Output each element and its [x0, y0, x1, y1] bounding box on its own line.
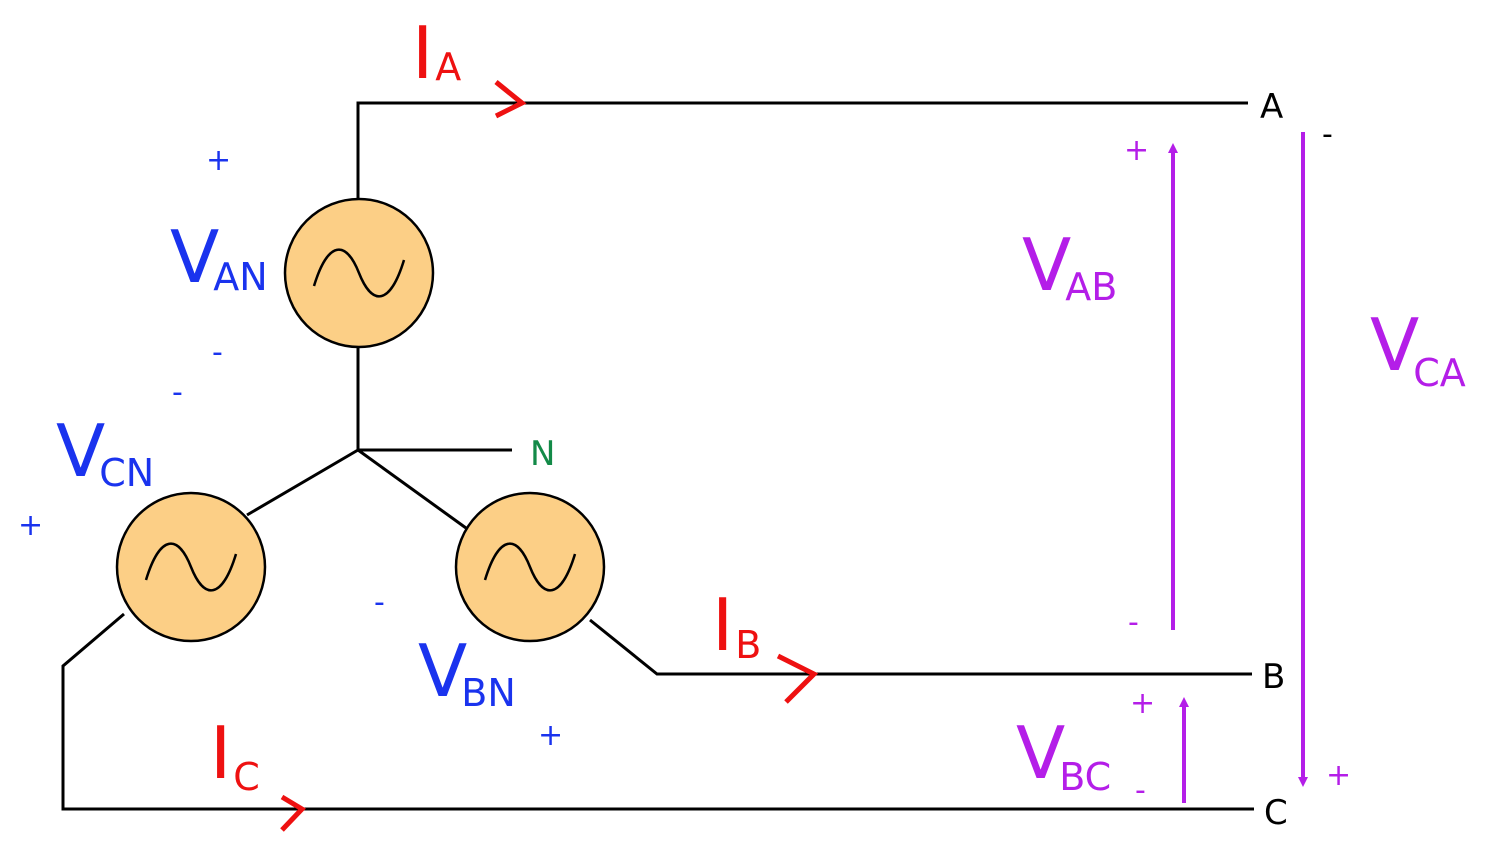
phase-voltage-van-label: VAN — [170, 215, 268, 299]
van-plus-sign: + — [206, 143, 231, 178]
vbc-minus-sign: - — [1135, 773, 1146, 808]
wire-neutral-to-b-source — [357, 448, 467, 530]
line-voltage-vab-label: VAB — [1022, 223, 1117, 309]
phase-voltage-vcn-label: VCN — [56, 409, 154, 495]
line-voltage-vca-label: VCA — [1370, 303, 1466, 395]
ac-source-sine-icon — [312, 248, 406, 298]
vcn-plus-sign: + — [18, 508, 43, 543]
chevron-right-icon — [776, 653, 819, 704]
vab-plus-sign: + — [1124, 133, 1149, 168]
wire-b — [589, 618, 1252, 676]
vab-minus-sign: - — [1128, 605, 1139, 640]
current-ia-label: IA — [412, 11, 461, 95]
chevron-right-icon — [280, 794, 306, 832]
line-voltage-vbc-label: VBC — [1016, 711, 1111, 799]
source-an — [283, 197, 435, 349]
wire-neutral-to-c-source — [246, 448, 359, 517]
source-cn — [115, 491, 267, 643]
wire-c — [61, 612, 1254, 811]
vbc-plus-sign: + — [1130, 686, 1155, 721]
phase-voltage-vbn-label: VBN — [418, 629, 516, 715]
vca-plus-sign: + — [1326, 758, 1351, 793]
vbn-minus-sign: - — [374, 585, 385, 620]
chevron-right-icon — [494, 80, 527, 119]
wiring — [61, 101, 1254, 811]
terminal-c-label: C — [1264, 793, 1288, 833]
vca-minus-sign: - — [1322, 117, 1333, 152]
terminal-b-label: B — [1262, 657, 1285, 697]
ac-source-sine-icon — [144, 542, 238, 592]
vcn-minus-sign: - — [172, 375, 183, 410]
current-ib-label: IB — [712, 583, 761, 667]
wire-a — [356, 101, 1248, 198]
vbn-plus-sign: + — [538, 718, 563, 753]
van-minus-sign: - — [212, 335, 223, 370]
current-ic-label: IC — [210, 711, 260, 799]
ac-source-sine-icon — [483, 542, 577, 592]
terminal-a-label: A — [1260, 87, 1283, 127]
neutral-label: N — [530, 434, 555, 474]
source-bn — [454, 491, 606, 643]
